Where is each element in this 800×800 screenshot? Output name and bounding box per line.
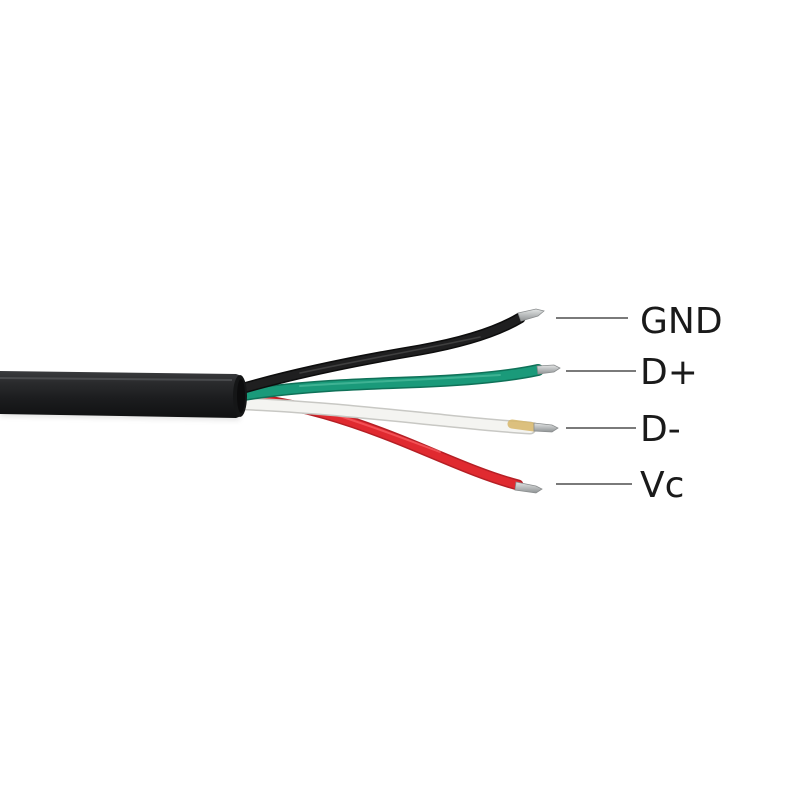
black-wire [238,312,526,394]
red-wire-conductor [514,481,543,494]
gnd-label: GND [640,301,723,342]
cable-jacket [0,371,247,418]
d-minus-label: D- [640,409,681,450]
vcc-label: Vc [640,465,684,506]
black-wire-conductor [517,308,545,322]
green-wire-conductor [536,364,561,375]
green-wire [238,364,544,401]
white-wire [239,397,539,435]
d-plus-label: D+ [640,352,698,393]
white-wire-conductor [533,422,559,433]
